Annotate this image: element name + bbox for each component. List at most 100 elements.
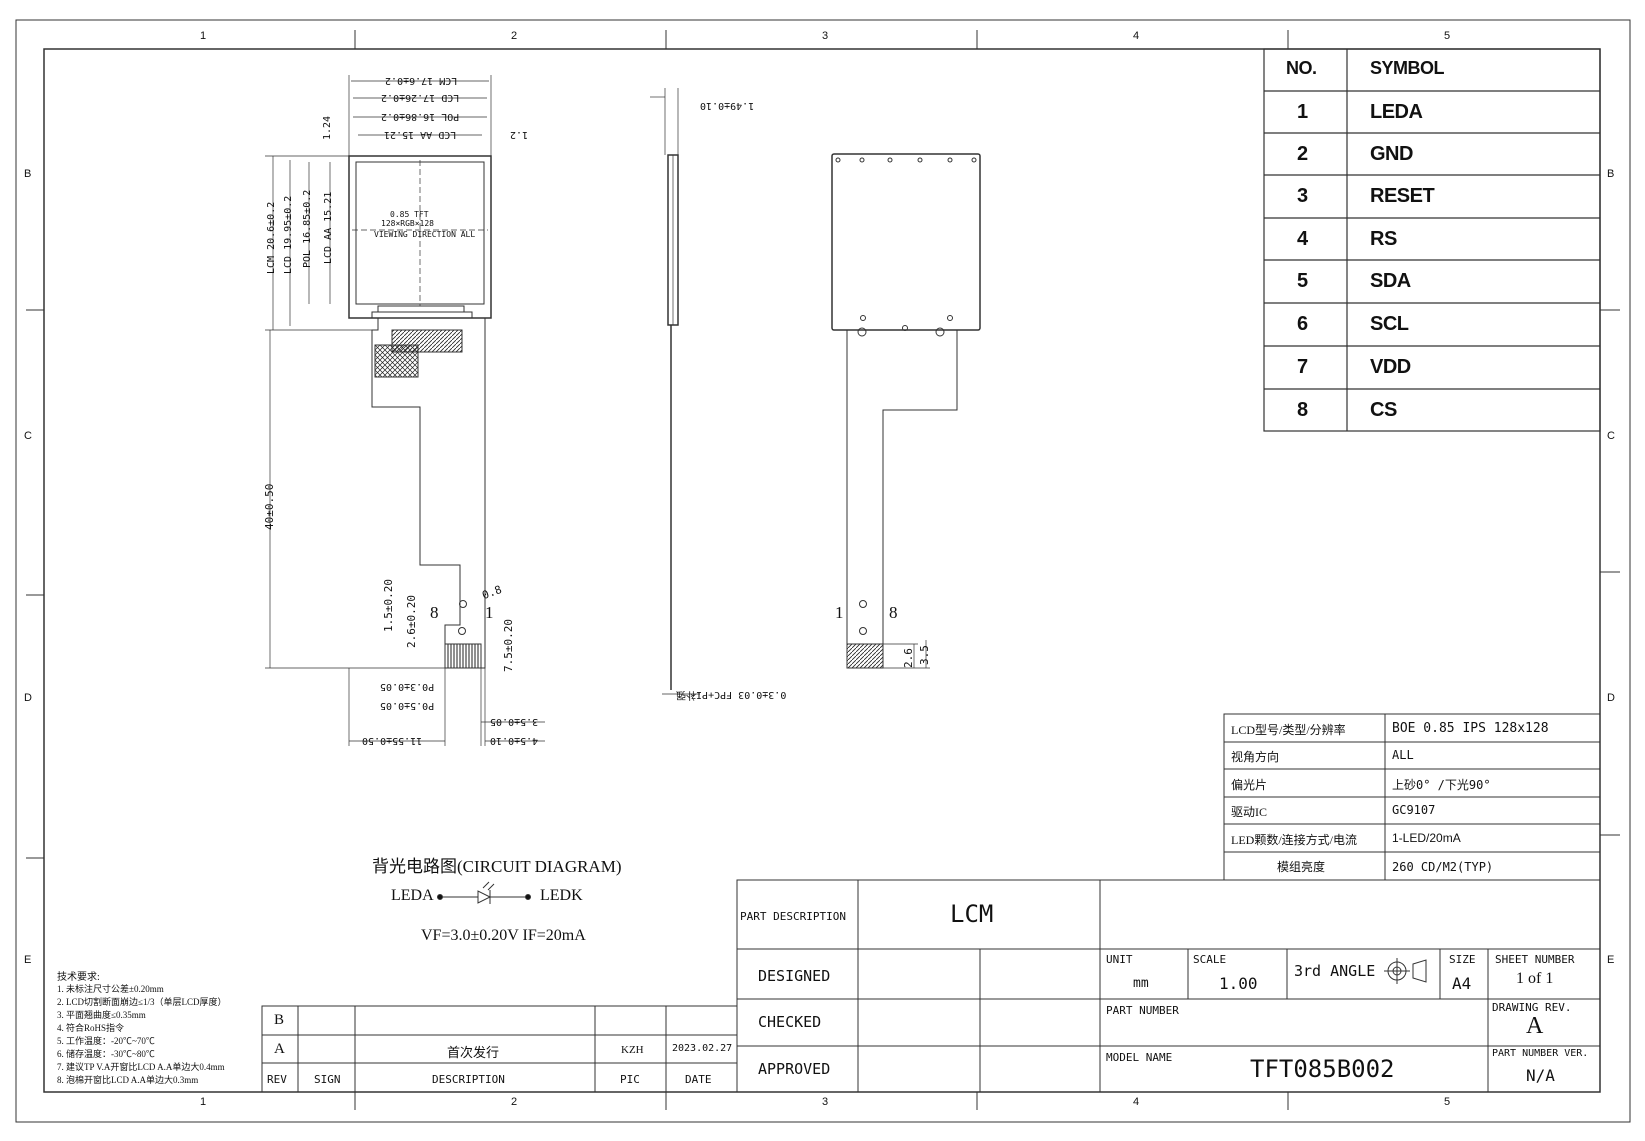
circuit-ledk-label: LEDK: [540, 887, 583, 904]
pin-header-no: NO.: [1286, 58, 1317, 78]
col-label-2: 2: [511, 30, 518, 42]
note-item-3: 3. 平面翘曲度≤0.35mm: [57, 1010, 146, 1020]
pin-no-5: 5: [1297, 270, 1308, 292]
part-description-value: LCM: [950, 900, 994, 928]
dim-pol-width: POL 16.86±0.2: [381, 111, 460, 122]
pin-table-grid: [1263, 48, 1601, 432]
spec-val-polarizer: 上砂0° /下光90°: [1392, 778, 1491, 792]
part-number-ver-value: N/A: [1526, 1066, 1555, 1085]
col-label-4: 4: [1133, 30, 1140, 42]
circuit-leda-label: LEDA: [391, 887, 434, 904]
unit-value: mm: [1133, 976, 1149, 991]
pin-symbol-8: CS: [1370, 399, 1397, 421]
spec-key-ic: 驱动IC: [1231, 805, 1268, 819]
spec-key-brightness: 模组亮度: [1277, 860, 1326, 874]
designed-label: DESIGNED: [758, 967, 831, 985]
col-label-5: 5: [1444, 30, 1451, 42]
dim-fpc-1-5: 1.5±0.20: [382, 579, 395, 632]
rev-a: A: [274, 1041, 285, 1057]
row-label-d: D: [24, 692, 32, 704]
spec-key-polarizer: 偏光片: [1231, 778, 1268, 792]
dim-pitch-0-5: P0.5±0.05: [380, 700, 435, 711]
third-angle-symbol: [1384, 958, 1427, 984]
drawing-rev-value: A: [1526, 1013, 1544, 1039]
row-label-c: C: [24, 430, 32, 442]
model-name-value: TFT085B002: [1250, 1055, 1395, 1083]
pin-symbol-6: SCL: [1370, 313, 1409, 335]
pin-symbol-4: RS: [1370, 228, 1397, 250]
circuit-symbol: [437, 881, 531, 904]
spec-val-led: 1-LED/20mA: [1392, 831, 1461, 845]
dim-4-5: 4.5±0.10: [490, 735, 539, 746]
pin-symbol-2: GND: [1370, 143, 1413, 165]
unit-label: UNIT: [1106, 953, 1133, 966]
outer-border: [15, 19, 1631, 1123]
pin-no-2: 2: [1297, 143, 1308, 165]
dim-top-1-24: 1.24: [322, 115, 333, 140]
dim-aa-width: LCD AA 15.21: [384, 129, 457, 140]
note-item-5: 5. 工作温度：-20℃~70℃: [57, 1036, 155, 1046]
rev-header-pic: PIC: [620, 1073, 640, 1086]
scale-label: SCALE: [1193, 953, 1227, 966]
part-number-label: PART NUMBER: [1106, 1004, 1179, 1017]
note-item-6: 6. 储存温度：-30℃~80℃: [57, 1049, 155, 1059]
side-view: [650, 88, 700, 695]
inner-border: [43, 48, 1601, 1093]
dim-lcd-width: LCD 17.26±0.2: [381, 92, 460, 103]
rev-header-date: DATE: [685, 1073, 712, 1086]
lcd-text-res: 128×RGB×128: [381, 219, 434, 228]
pin-no-3: 3: [1297, 185, 1308, 207]
col-label-2-bottom: 2: [511, 1096, 518, 1108]
note-item-2: 2. LCD切割断面崩边≤1/3（单层LCD厚度）: [57, 997, 227, 1007]
spec-val-brightness: 260 CD/M2(TYP): [1392, 860, 1494, 874]
row-label-d-right: D: [1607, 692, 1615, 704]
spec-val-ic: GC9107: [1392, 803, 1436, 817]
spec-val-view: ALL: [1392, 748, 1414, 762]
rear-dim-2-6: 2.6: [902, 648, 915, 668]
front-pin1-label: 1: [485, 603, 494, 622]
col-label-1-bottom: 1: [200, 1096, 207, 1108]
pin-no-7: 7: [1297, 356, 1308, 378]
rev-a-date: 2023.02.27: [672, 1043, 733, 1054]
lcd-text-size: 0.85 TFT: [390, 210, 429, 219]
row-label-e-right: E: [1607, 954, 1615, 966]
spec-val-model: BOE 0.85 IPS 128x128: [1392, 721, 1549, 736]
notes-title: 技术要求:: [57, 972, 100, 983]
col-label-1: 1: [200, 30, 207, 42]
row-label-b: B: [24, 168, 32, 180]
pin-symbol-1: LEDA: [1370, 101, 1423, 123]
pin-no-4: 4: [1297, 228, 1308, 250]
model-name-label: MODEL NAME: [1106, 1051, 1173, 1064]
dim-lcm-width: LCM 17.6±0.2: [385, 75, 458, 86]
dim-3-5: 3.5±0.05: [490, 716, 539, 727]
rear-view: [831, 153, 981, 669]
spec-key-view: 视角方向: [1231, 750, 1280, 764]
sheet-number-label: SHEET NUMBER: [1495, 953, 1575, 966]
title-block-grid: [736, 879, 1601, 1093]
circuit-params: VF=3.0±0.20V IF=20mA: [421, 927, 586, 944]
dim-thickness: 1.49±0.10: [700, 100, 755, 111]
pin-header-symbol: SYMBOL: [1370, 58, 1445, 78]
col-label-3-bottom: 3: [822, 1096, 829, 1108]
dim-fpc-2-6: 2.6±0.20: [405, 595, 418, 648]
spec-table-grid: [1223, 713, 1601, 881]
rev-b: B: [274, 1012, 285, 1028]
rear-pin8-label: 8: [889, 603, 898, 622]
rev-a-pic: KZH: [621, 1044, 644, 1056]
note-item-4: 4. 符合RoHS指令: [57, 1023, 125, 1033]
rev-header-sign: SIGN: [314, 1073, 341, 1086]
front-pin8-label: 8: [430, 603, 439, 622]
note-item-7: 7. 建议TP V.A开窗比LCD A.A单边大0.4mm: [57, 1062, 225, 1072]
dim-top-1-2: 1.2: [510, 129, 529, 140]
dim-11-55: 11.55±0.50: [362, 735, 423, 746]
checked-label: CHECKED: [758, 1013, 822, 1031]
dim-lcm-height: LCM 20.6±0.2: [266, 201, 277, 274]
circuit-title: 背光电路图(CIRCUIT DIAGRAM): [372, 857, 622, 876]
approved-label: APPROVED: [758, 1060, 831, 1078]
dim-fpc-thickness: 0.3±0.03 FPC+PI补强: [676, 689, 787, 700]
note-item-1: 1. 未标注尺寸公差±0.20mm: [57, 984, 164, 994]
col-label-5-bottom: 5: [1444, 1096, 1451, 1108]
angle-label: 3rd ANGLE: [1294, 962, 1376, 980]
pin-symbol-7: VDD: [1370, 356, 1411, 378]
